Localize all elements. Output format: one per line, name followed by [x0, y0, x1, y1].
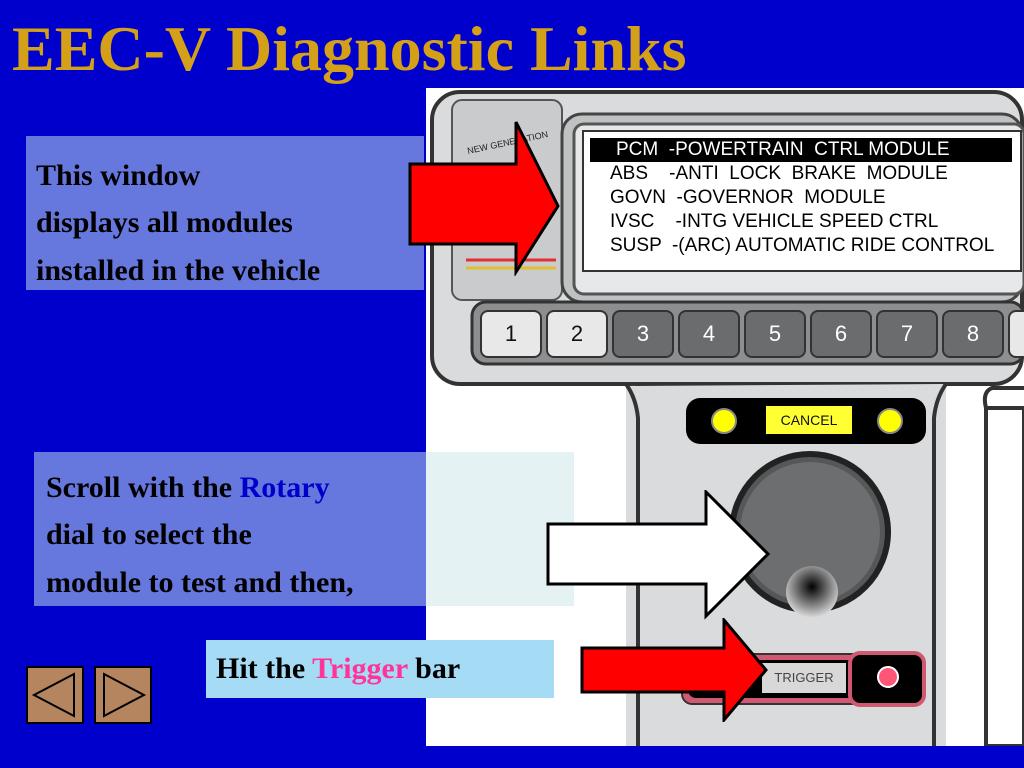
module-row[interactable]: GOVN -GOVERNOR MODULE	[610, 187, 886, 208]
callout-bg	[34, 452, 426, 606]
module-list-screen[interactable]: PCM -POWERTRAIN CTRL MODULE ABS -ANTI LO…	[582, 130, 1022, 272]
red-arrow-to-display	[408, 121, 560, 276]
key-8[interactable]: 8	[942, 310, 1004, 358]
callout-text: Scroll with the Rotary dial to select th…	[46, 464, 574, 606]
key-1[interactable]: 1	[480, 310, 542, 358]
callout-line: module to test and then,	[46, 565, 354, 599]
key-3[interactable]: 3	[612, 310, 674, 358]
previous-slide-button[interactable]	[26, 666, 84, 724]
callout-trigger-instruction: Hit the Trigger bar	[206, 640, 554, 698]
trigger-highlight: Trigger	[312, 652, 408, 685]
rotary-highlight: Rotary	[239, 471, 330, 504]
callout-line: This window	[36, 159, 201, 192]
slide-title: EEC-V Diagnostic Links	[12, 13, 687, 84]
callout-suffix: bar	[407, 652, 461, 685]
key-2[interactable]: 2	[546, 310, 608, 358]
cancel-button[interactable]: CANCEL	[780, 412, 838, 428]
key-4[interactable]: 4	[678, 310, 740, 358]
triangle-left-icon	[31, 672, 75, 718]
module-row[interactable]: SUSP -(ARC) AUTOMATIC RIDE CONTROL	[610, 235, 995, 256]
triangle-right-icon	[103, 672, 147, 718]
key-6[interactable]: 6	[810, 310, 872, 358]
trigger-bar[interactable]: TRIGGER	[774, 670, 834, 685]
red-arrow-to-trigger	[580, 618, 768, 722]
number-keys: 1 2 3 4 5 6 7 8	[480, 310, 1024, 358]
key-partial[interactable]	[1008, 310, 1024, 358]
module-row-selected[interactable]: PCM -POWERTRAIN CTRL MODULE	[590, 138, 1012, 162]
next-slide-button[interactable]	[94, 666, 152, 724]
callout-prefix: Hit the	[216, 652, 313, 685]
white-arrow-to-dial	[546, 490, 771, 620]
callout-line: displays all modules	[36, 206, 293, 240]
key-5[interactable]: 5	[744, 310, 806, 358]
key-7[interactable]: 7	[876, 310, 938, 358]
callout-line: installed in the vehicle	[36, 253, 321, 287]
callout-window-description: This window displays all modules install…	[26, 136, 424, 290]
module-row[interactable]: IVSC -INTG VEHICLE SPEED CTRL	[610, 211, 939, 232]
callout-rotary-instruction: Scroll with the Rotary dial to select th…	[34, 452, 574, 606]
callout-line: Scroll with the	[46, 471, 240, 504]
callout-line: dial to select the	[46, 518, 252, 552]
module-row[interactable]: ABS -ANTI LOCK BRAKE MODULE	[610, 163, 948, 184]
